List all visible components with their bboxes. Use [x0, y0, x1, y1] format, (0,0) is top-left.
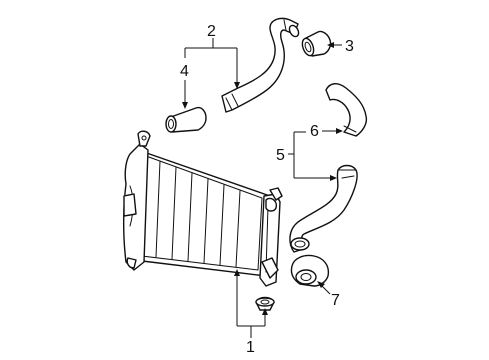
upper-hose-part — [221, 17, 299, 113]
arrow-1b — [262, 308, 268, 315]
callout-6: 6 — [310, 123, 319, 140]
arrow-1a — [234, 269, 240, 276]
callout-4: 4 — [180, 63, 189, 80]
coupler-part — [288, 24, 332, 57]
arrow-7 — [317, 281, 325, 288]
arrow-4 — [182, 102, 188, 109]
drain-plug-part — [255, 296, 275, 311]
callout-2: 2 — [207, 23, 216, 40]
arrow-5 — [330, 175, 337, 181]
arrow-6 — [336, 128, 343, 134]
callout-7: 7 — [331, 292, 340, 309]
callout-3: 3 — [345, 38, 354, 55]
callout-5: 5 — [276, 147, 285, 164]
arrow-2 — [234, 82, 240, 89]
intercooler-part — [122, 130, 283, 287]
leader-5 — [288, 131, 330, 179]
outlet-lower-hose-part — [289, 164, 358, 253]
leader-7 — [321, 285, 331, 295]
outlet-upper-hose-part — [325, 83, 368, 137]
leader-1 — [236, 276, 266, 338]
callout-1: 1 — [246, 339, 255, 356]
short-hose-part — [165, 106, 207, 133]
leader-2 — [184, 38, 238, 82]
arrow-3 — [327, 42, 334, 48]
elbow-fitting-part — [290, 254, 330, 287]
